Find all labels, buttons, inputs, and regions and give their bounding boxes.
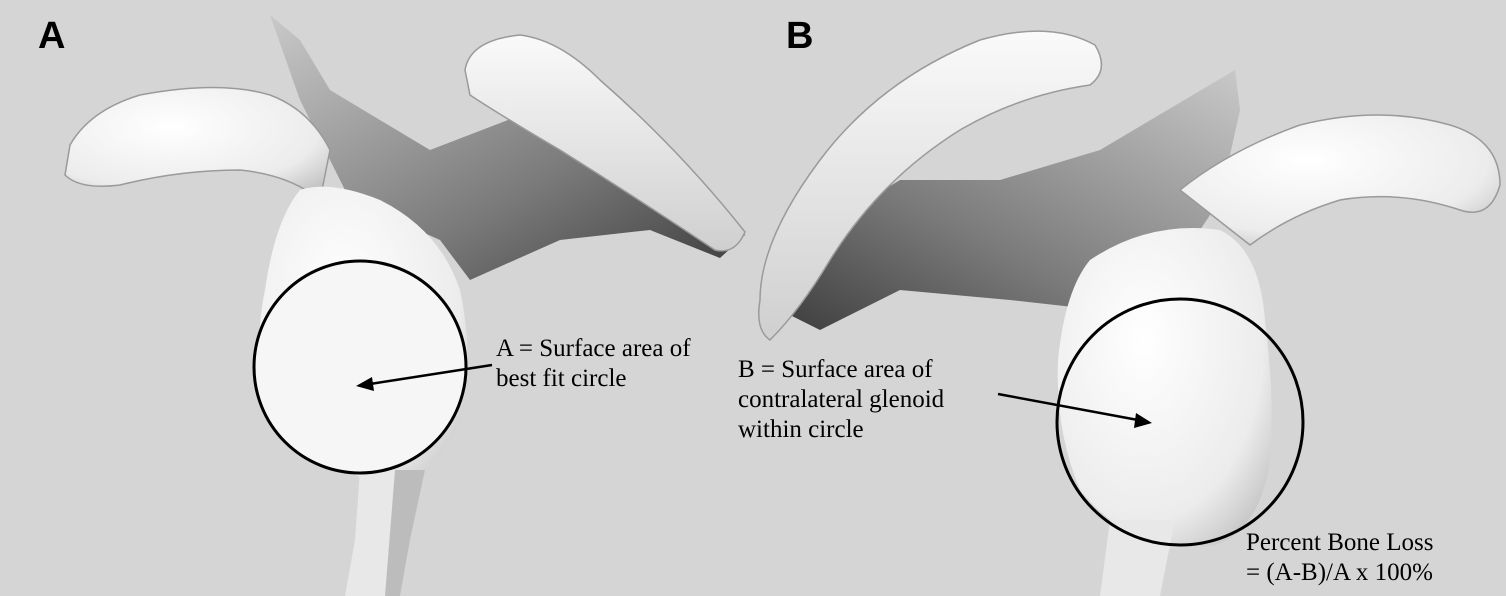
bone-loss-formula: Percent Bone Loss = (A-B)/A x 100% (1246, 528, 1433, 588)
label-a-line-1: A = Surface area of (496, 334, 691, 364)
panel-label-a: A (38, 15, 65, 58)
label-b-line-2: contralateral glenoid (738, 385, 944, 415)
label-b-line-1: B = Surface area of (738, 355, 944, 385)
best-fit-circle-a (254, 261, 466, 473)
label-a-definition: A = Surface area of best fit circle (496, 334, 691, 394)
formula-line-1: Percent Bone Loss (1246, 528, 1433, 558)
panel-label-b: B (786, 15, 813, 58)
label-a-line-2: best fit circle (496, 364, 691, 394)
formula-line-2: = (A-B)/A x 100% (1246, 558, 1433, 588)
label-b-definition: B = Surface area of contralateral glenoi… (738, 355, 944, 445)
label-b-line-3: within circle (738, 415, 944, 445)
